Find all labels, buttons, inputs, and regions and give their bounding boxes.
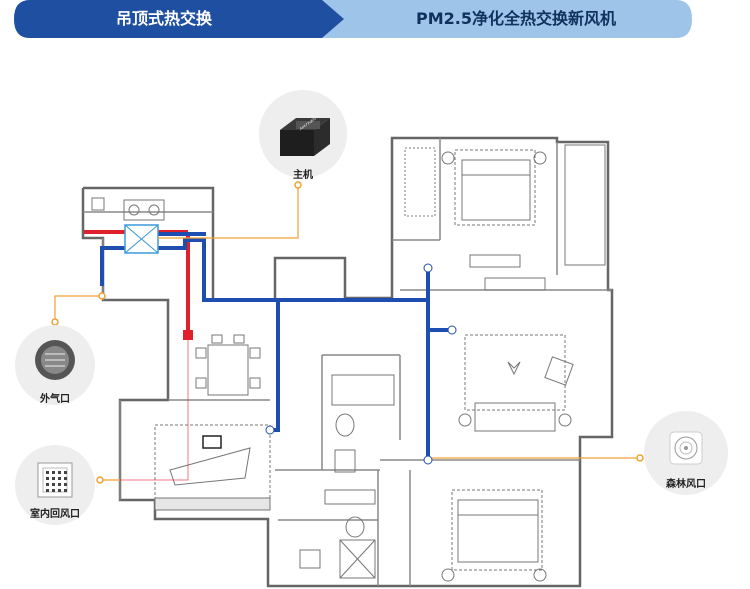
heat-exchanger-unit [124, 224, 159, 254]
living-room-furniture [458, 334, 574, 432]
outdoor-vent-label: 外气口 [40, 394, 70, 405]
main-unit-device-icon [280, 118, 330, 156]
forest-vent-icon [669, 431, 703, 465]
main-unit-label: 主机 [293, 170, 313, 181]
tab-bar [14, 0, 692, 38]
outdoor-vent-icon [35, 340, 75, 380]
indoor-return-label: 室内回风口 [30, 509, 80, 520]
leader-dots [51, 181, 644, 484]
indoor-return-grille-icon [37, 462, 73, 498]
study-room [154, 424, 271, 511]
indoor-return-callout [15, 445, 95, 525]
vent-markers [265, 263, 457, 465]
dining-table [195, 334, 261, 396]
tab-pm25-fresh-air[interactable]: PM2.5净化全热交换新风机 [416, 9, 616, 28]
outdoor-vent-callout [15, 325, 95, 405]
forest-vent-callout [644, 411, 728, 495]
tab-active-background [14, 0, 344, 38]
walls [81, 136, 614, 588]
second-bed [441, 489, 547, 582]
kitchen-stove [91, 197, 165, 221]
master-bed [404, 144, 606, 291]
leader-lines [54, 185, 640, 481]
return-duct-drop [120, 330, 193, 481]
forest-vent-label: 森林风口 [666, 479, 706, 490]
main-unit-callout [259, 90, 347, 178]
bathroom [299, 374, 395, 579]
interior-walls [83, 138, 612, 586]
tab-ceiling-heat-exchange[interactable]: 吊顶式热交换 [115, 9, 212, 28]
